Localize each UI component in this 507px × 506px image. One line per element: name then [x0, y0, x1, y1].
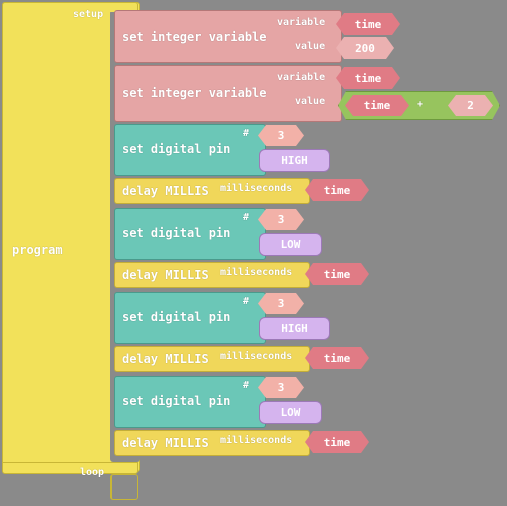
- variable-label: variable: [277, 17, 326, 28]
- set-integer-variable-block[interactable]: [114, 65, 342, 122]
- block-label: set digital pin: [122, 310, 231, 324]
- block-label: delay MILLIS: [122, 352, 209, 366]
- set-digital-pin-block[interactable]: [114, 124, 266, 176]
- variable-pill[interactable]: time: [336, 13, 400, 35]
- delay-millis-block[interactable]: [114, 178, 310, 204]
- pin-label: #: [243, 212, 250, 223]
- set-integer-variable-block[interactable]: [114, 10, 342, 63]
- pin-label: #: [243, 296, 250, 307]
- block-label: delay MILLIS: [122, 184, 209, 198]
- delay-millis-block[interactable]: [114, 430, 310, 456]
- pin-number-pill[interactable]: 3: [258, 125, 304, 146]
- loop-arm: [2, 462, 138, 474]
- variable-pill[interactable]: time: [305, 263, 369, 285]
- pin-state-pill[interactable]: LOW: [259, 401, 322, 424]
- block-label: set digital pin: [122, 142, 231, 156]
- variable-label: variable: [277, 72, 326, 83]
- block-label: set digital pin: [122, 394, 231, 408]
- pin-state-pill[interactable]: HIGH: [259, 317, 330, 340]
- variable-pill[interactable]: time: [305, 347, 369, 369]
- param-label: milliseconds: [220, 183, 293, 194]
- loop-socket[interactable]: [110, 474, 138, 500]
- variable-pill[interactable]: time: [305, 431, 369, 453]
- pin-number-pill[interactable]: 3: [258, 293, 304, 314]
- program-label: program: [12, 243, 63, 257]
- variable-pill[interactable]: time: [336, 67, 400, 89]
- param-label: milliseconds: [220, 267, 293, 278]
- pin-label: #: [243, 128, 250, 139]
- setup-arm: [2, 2, 138, 12]
- block-label: set integer variable: [122, 30, 267, 44]
- param-label: milliseconds: [220, 351, 293, 362]
- block-label: delay MILLIS: [122, 436, 209, 450]
- math-right-pill[interactable]: 2: [448, 95, 493, 116]
- loop-label: loop: [80, 467, 105, 478]
- param-label: milliseconds: [220, 435, 293, 446]
- pin-number-pill[interactable]: 3: [258, 209, 304, 230]
- pin-state-pill[interactable]: LOW: [259, 233, 322, 256]
- math-operator: +: [417, 99, 424, 110]
- value-label: value: [295, 41, 326, 52]
- set-digital-pin-block[interactable]: [114, 376, 266, 428]
- block-label: delay MILLIS: [122, 268, 209, 282]
- pin-number-pill[interactable]: 3: [258, 377, 304, 398]
- value-label: value: [295, 96, 326, 107]
- number-pill[interactable]: 200: [336, 37, 394, 59]
- pin-state-pill[interactable]: HIGH: [259, 149, 330, 172]
- set-digital-pin-block[interactable]: [114, 208, 266, 260]
- pin-label: #: [243, 380, 250, 391]
- math-left-pill[interactable]: time: [345, 95, 409, 116]
- delay-millis-block[interactable]: [114, 262, 310, 288]
- setup-label: setup: [73, 9, 104, 20]
- block-label: set integer variable: [122, 86, 267, 100]
- variable-pill[interactable]: time: [305, 179, 369, 201]
- set-digital-pin-block[interactable]: [114, 292, 266, 344]
- block-label: set digital pin: [122, 226, 231, 240]
